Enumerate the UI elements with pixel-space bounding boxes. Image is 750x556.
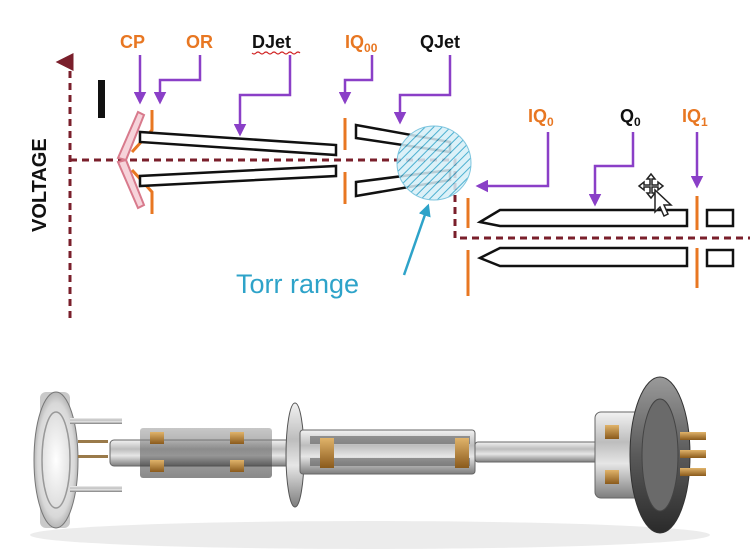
- move-cursor-icon: [637, 172, 673, 218]
- iq00-label-sub: 00: [364, 41, 378, 55]
- djet-label: DJet: [252, 32, 291, 52]
- iq00-label-main: IQ: [345, 32, 364, 52]
- q1-rod-stubs: [705, 208, 735, 268]
- iq1-label-sub: 1: [701, 115, 708, 129]
- left-flange: [33, 391, 122, 529]
- callout-arrows: [133, 55, 704, 207]
- q0-label: Q0: [620, 106, 641, 129]
- ion-guide-assembly-photo: [30, 376, 710, 549]
- qjet-arrow: [393, 55, 452, 125]
- iq0-label-sub: 0: [547, 115, 554, 129]
- q0-arrow: [588, 132, 635, 207]
- qjet-label: QJet: [420, 32, 460, 52]
- iq00-label: IQ00: [345, 32, 378, 55]
- curtain-plate-cone: [116, 110, 146, 210]
- ion-bar-marker: [98, 80, 105, 118]
- iq0-arrow: [475, 132, 550, 193]
- voltage-label: VOLTAGE: [29, 138, 51, 232]
- iq1-label: IQ1: [682, 106, 708, 129]
- cp-label: CP: [120, 32, 145, 52]
- voltage-axis: VOLTAGE: [29, 53, 74, 318]
- q0-label-sub: 0: [634, 115, 641, 129]
- djet-spellcheck-underline: [251, 51, 301, 55]
- iq00-arrow: [338, 55, 374, 105]
- q0-rods: [476, 208, 689, 268]
- voltage-path: [70, 158, 750, 240]
- torr-range-arrow: [402, 203, 431, 276]
- or-arrow: [153, 55, 202, 105]
- orifice-plate: [130, 110, 154, 214]
- q0-label-main: Q: [620, 106, 634, 126]
- iq0-label: IQ0: [528, 106, 554, 129]
- iq0-label-main: IQ: [528, 106, 547, 126]
- djet-rods: [138, 130, 338, 188]
- iq1-label-main: IQ: [682, 106, 701, 126]
- torr-range-region: [396, 125, 472, 201]
- djet-arrow: [233, 55, 292, 137]
- or-label: OR: [186, 32, 213, 52]
- torr-range-label: Torr range: [236, 269, 359, 299]
